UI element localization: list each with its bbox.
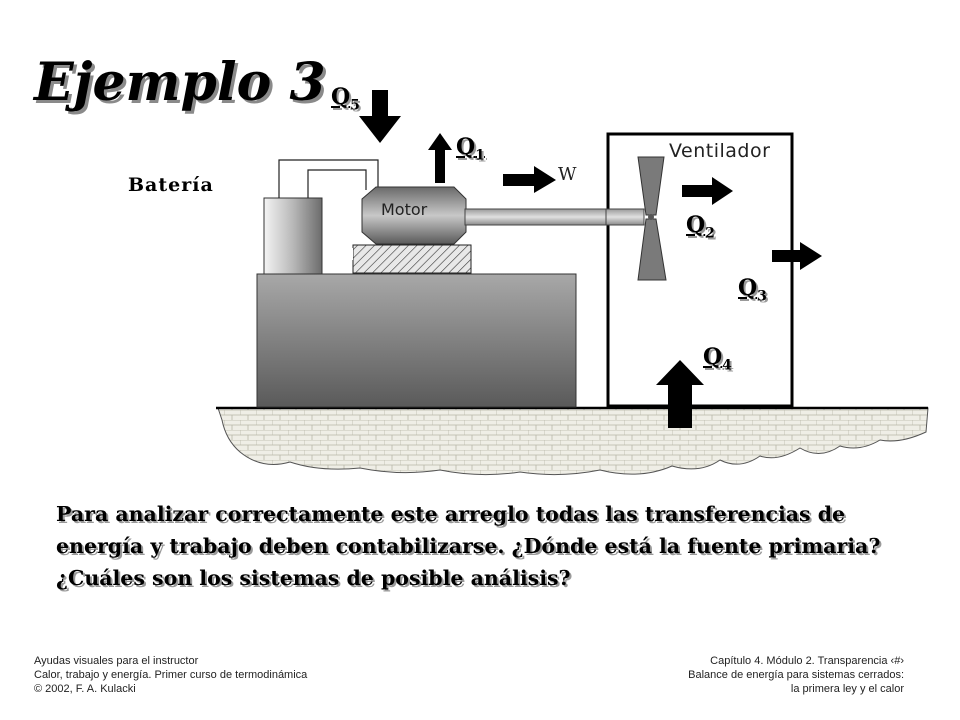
- fan-blade-top: [637, 156, 665, 216]
- footer-right-line2: Balance de energía para sistemas cerrado…: [688, 669, 904, 681]
- page-title: Ejemplo 3: [34, 52, 326, 113]
- mount-tag: [347, 248, 353, 260]
- work-label: W: [558, 164, 577, 185]
- q2-label: Q2: [686, 212, 715, 242]
- q4-arrow: [656, 360, 704, 428]
- footer-right: Capítulo 4. Módulo 2. Transparencia ‹#› …: [688, 654, 904, 696]
- q5-arrow: [359, 90, 401, 143]
- ground: [217, 407, 929, 476]
- bench: [256, 273, 577, 408]
- footer-left-line2: Calor, trabajo y energía. Primer curso d…: [34, 669, 308, 681]
- footer-right-line1: Capítulo 4. Módulo 2. Transparencia ‹#›: [710, 655, 904, 667]
- motor-body: [361, 186, 467, 245]
- battery-wire-outer: [278, 159, 379, 198]
- fan-hub: [648, 214, 654, 220]
- q4-label: Q4: [703, 344, 732, 374]
- battery-body: [263, 197, 323, 275]
- q5-label: Q5: [331, 84, 360, 114]
- q1-arrow: [428, 133, 452, 183]
- fan-enclosure: [606, 132, 794, 408]
- q1-label: Q1: [456, 134, 485, 164]
- q3-label: Q3: [738, 275, 767, 305]
- question-paragraph: Para analizar correctamente este arreglo…: [56, 502, 881, 590]
- battery-label: Batería: [128, 174, 214, 196]
- footer-left-line3: © 2002, F. A. Kulacki: [34, 683, 136, 695]
- q3-arrow: [772, 242, 822, 270]
- shaft-inside: [605, 208, 645, 226]
- motor-label: Motor: [381, 200, 428, 219]
- motor-mount: [352, 244, 472, 274]
- q2-arrow: [682, 177, 733, 205]
- battery-wire-inner: [307, 169, 367, 198]
- footer-right-line3: la primera ley y el calor: [790, 683, 904, 695]
- w-arrow: [503, 166, 556, 193]
- fan-label: Ventilador: [669, 140, 771, 162]
- footer-left-line1: Ayudas visuales para el instructor: [34, 655, 199, 667]
- footer-left: Ayudas visuales para el instructor Calor…: [34, 654, 307, 696]
